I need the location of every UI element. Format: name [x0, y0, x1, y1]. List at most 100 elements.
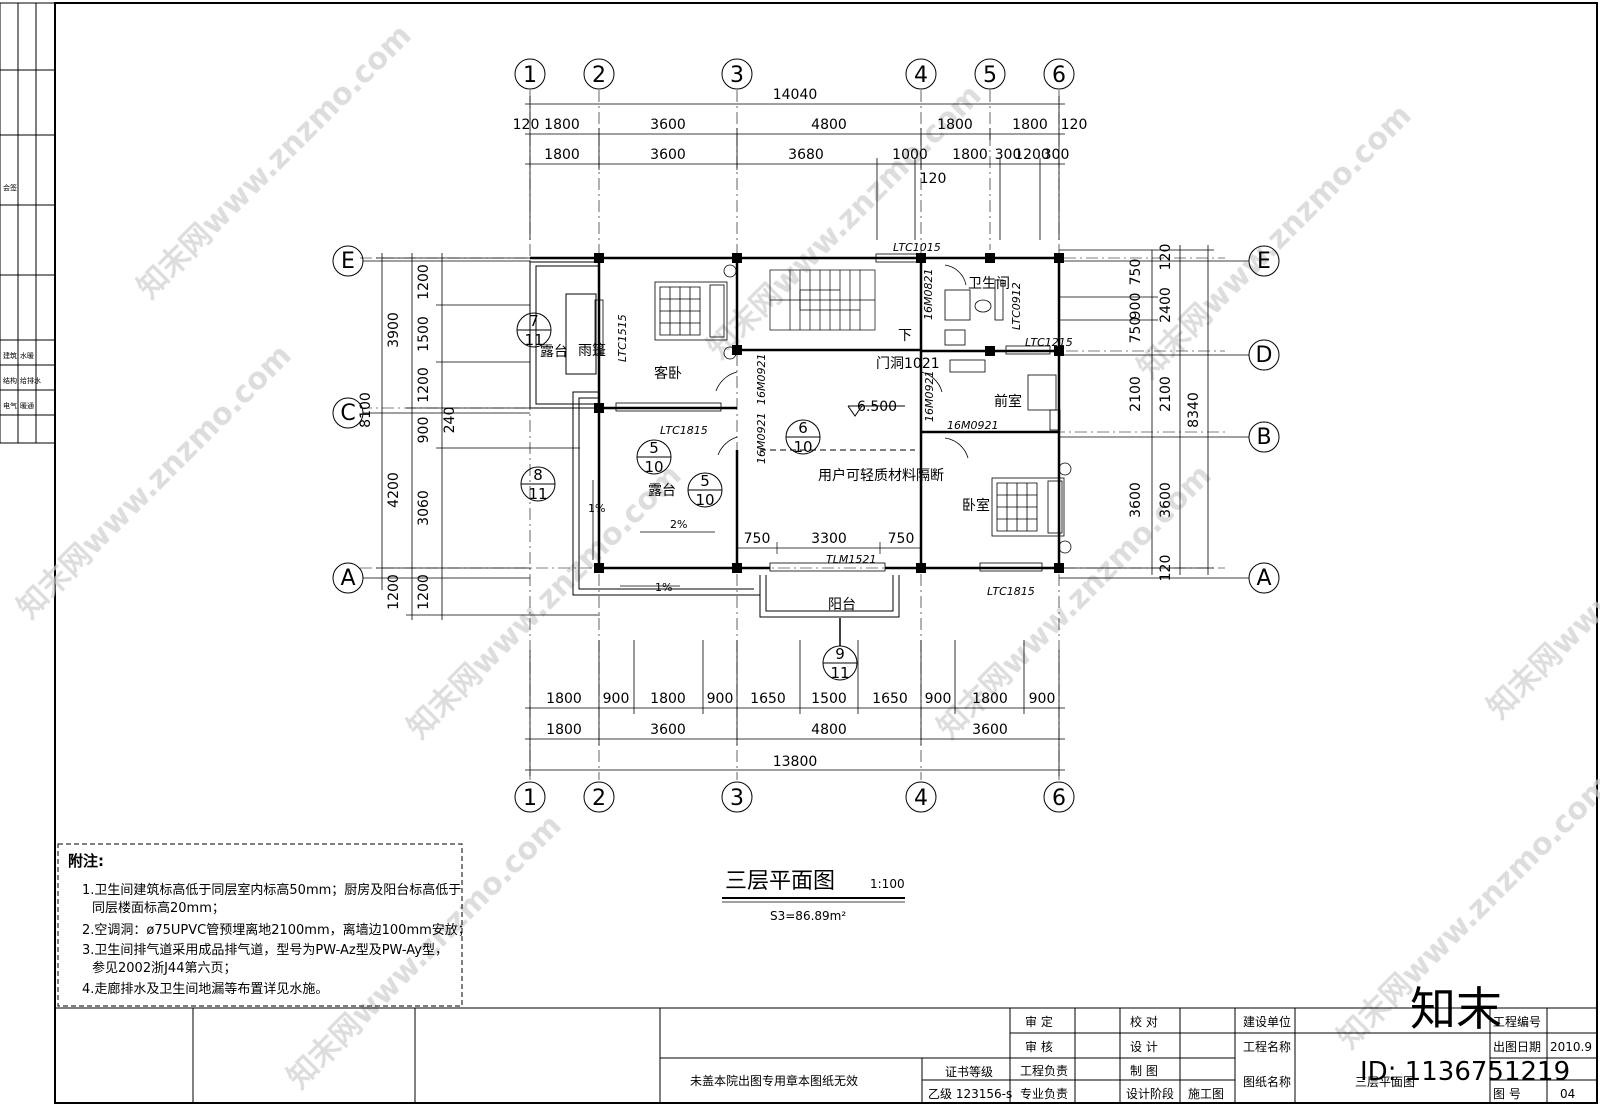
- slope-arrows: [592, 480, 715, 587]
- dim-text: 300: [1043, 147, 1070, 163]
- stage-label: 设计阶段: [1126, 1086, 1174, 1101]
- room-label-terrace: 露台: [540, 344, 568, 360]
- date-label: 出图日期: [1493, 1040, 1541, 1054]
- columns: [594, 253, 1064, 573]
- detail-number: 7: [529, 312, 539, 330]
- detail-number: 5: [649, 439, 659, 457]
- notes-text: 附注: 1.卫生间建筑标高低于同层室内标高50mm；厨房及阳台标高低于 同层楼面…: [68, 852, 471, 997]
- axis-label: A: [340, 566, 355, 591]
- dim-text: 1500: [811, 691, 847, 707]
- dim-text: 900: [1029, 691, 1056, 707]
- detail-sheet: 11: [524, 331, 543, 349]
- dim-text: 750: [888, 531, 915, 547]
- dim-text: 1000: [892, 147, 928, 163]
- axis-label: 2: [592, 63, 606, 88]
- inner-dimension-text: 750 3300 750: [744, 531, 915, 547]
- dim-text: 1800: [546, 691, 582, 707]
- axis-label: 6: [1052, 786, 1066, 811]
- dim-text: 1200: [416, 574, 432, 610]
- dim-text: 3900: [386, 312, 402, 348]
- right-dimension-lines: [1059, 245, 1214, 575]
- door-code: 16M0921: [923, 371, 936, 422]
- strip-label: 建筑: [3, 351, 17, 360]
- bed-guest-room: [654, 264, 737, 360]
- left-dimension-lines: [376, 253, 600, 620]
- date-value: 2010.9: [1550, 1040, 1592, 1054]
- dim-text: 4800: [811, 117, 847, 133]
- approve-label: 审 定: [1025, 1014, 1053, 1029]
- elevation-label: 6.500: [857, 399, 897, 415]
- stair-down-label: 下: [898, 328, 912, 344]
- title-block-grid: [55, 1007, 1597, 1103]
- dim-text: 3300: [811, 531, 847, 547]
- dim-text: 8340: [1186, 392, 1202, 428]
- axis-label: D: [1256, 343, 1273, 368]
- axis-label: 4: [914, 786, 928, 811]
- dim-text: 8100: [358, 392, 374, 428]
- dim-text: 240: [442, 407, 458, 434]
- client-label: 建设单位: [1243, 1014, 1291, 1029]
- bottom-dimension-text: 1800 900 1800 900 1650 1500 1650 900 180…: [546, 691, 1055, 770]
- elevation-marker: [847, 405, 863, 417]
- opening-label: 门洞1021: [876, 356, 940, 372]
- notes-title: 附注:: [68, 852, 104, 870]
- strip-label: 会签: [3, 183, 17, 192]
- notes-box: [57, 843, 463, 1007]
- door-swings: [715, 264, 969, 459]
- dim-text: 4800: [811, 722, 847, 738]
- dim-text: 4200: [386, 472, 402, 508]
- axis-label: 1: [523, 786, 537, 811]
- dim-text: 900: [1128, 293, 1144, 320]
- drawing-title: 三层平面图: [725, 869, 835, 894]
- window-code: LTC1815: [987, 585, 1035, 598]
- dim-text: 2100: [1128, 376, 1144, 412]
- drawing-name-value: 三层平面图: [1355, 1075, 1415, 1089]
- sheet-value: 04: [1560, 1087, 1575, 1101]
- partition-note: 用户可轻质材料隔断: [818, 467, 944, 484]
- dim-text: 3600: [1128, 482, 1144, 518]
- axis-label: 4: [914, 63, 928, 88]
- room-label-guest-bedroom: 客卧: [654, 365, 682, 382]
- staircase: [769, 269, 876, 331]
- left-strip-labels: 建筑 结构 电气 水暖 给排水 暖通 会签: [3, 183, 41, 410]
- dim-text: 300: [995, 147, 1022, 163]
- cert-value: 乙级 123156-s: [928, 1087, 1012, 1101]
- room-label-bedroom: 卧室: [962, 497, 990, 514]
- note-line: 参见2002浙J44第六页；: [92, 960, 236, 976]
- bed-master-room: [991, 462, 1072, 554]
- dim-text: 1800: [544, 117, 580, 133]
- dim-text: 1650: [872, 691, 908, 707]
- dim-text: 1200: [1014, 147, 1050, 163]
- dim-text: 1200: [416, 264, 432, 300]
- note-line: 同层楼面标高20mm；: [92, 900, 225, 916]
- strip-label: 结构: [3, 376, 17, 385]
- axis-label: B: [1256, 425, 1271, 450]
- strip-label: 电气: [3, 401, 17, 410]
- dim-text: 2100: [1158, 376, 1174, 412]
- title-block-text: 未盖本院出图专用章本图纸无效 证书等级 乙级 123156-s 审 定 审 核 …: [690, 1014, 1592, 1101]
- dim-text: 750: [1128, 259, 1144, 286]
- check-label: 校 对: [1130, 1014, 1158, 1029]
- detail-sheet: 10: [644, 458, 663, 476]
- dim-text: 3600: [972, 722, 1008, 738]
- door-code: 16M0921: [755, 413, 768, 464]
- room-labels: 客卧 露台 雨篷 露台 卫生间 前室 卧室 阳台 用户可轻质材料隔断 门洞102…: [540, 276, 1022, 613]
- detail-sheet: 10: [793, 438, 812, 456]
- dim-text: 1500: [416, 316, 432, 352]
- drawing-area: S3=86.89m²: [770, 909, 846, 923]
- note-line: 2.空调洞：ø75UPVC管预埋离地2100mm，离墙边100mm安放；: [82, 922, 471, 938]
- dim-text: 1800: [546, 722, 582, 738]
- room-label-terrace: 露台: [648, 483, 676, 499]
- dim-text: 120: [513, 117, 540, 133]
- dim-text: 1200: [416, 367, 432, 403]
- design-label: 设 计: [1130, 1040, 1158, 1054]
- stage-value: 施工图: [1188, 1087, 1224, 1101]
- strip-label: 给排水: [20, 376, 41, 385]
- dim-text: 750: [1128, 317, 1144, 344]
- windows: [594, 253, 1051, 572]
- axis-label: 5: [983, 63, 997, 88]
- project-no-label: 工程编号: [1493, 1014, 1541, 1029]
- bathroom-fixtures: [944, 289, 1061, 431]
- dim-text: 1800: [1012, 117, 1048, 133]
- axis-leaders: [363, 260, 1249, 579]
